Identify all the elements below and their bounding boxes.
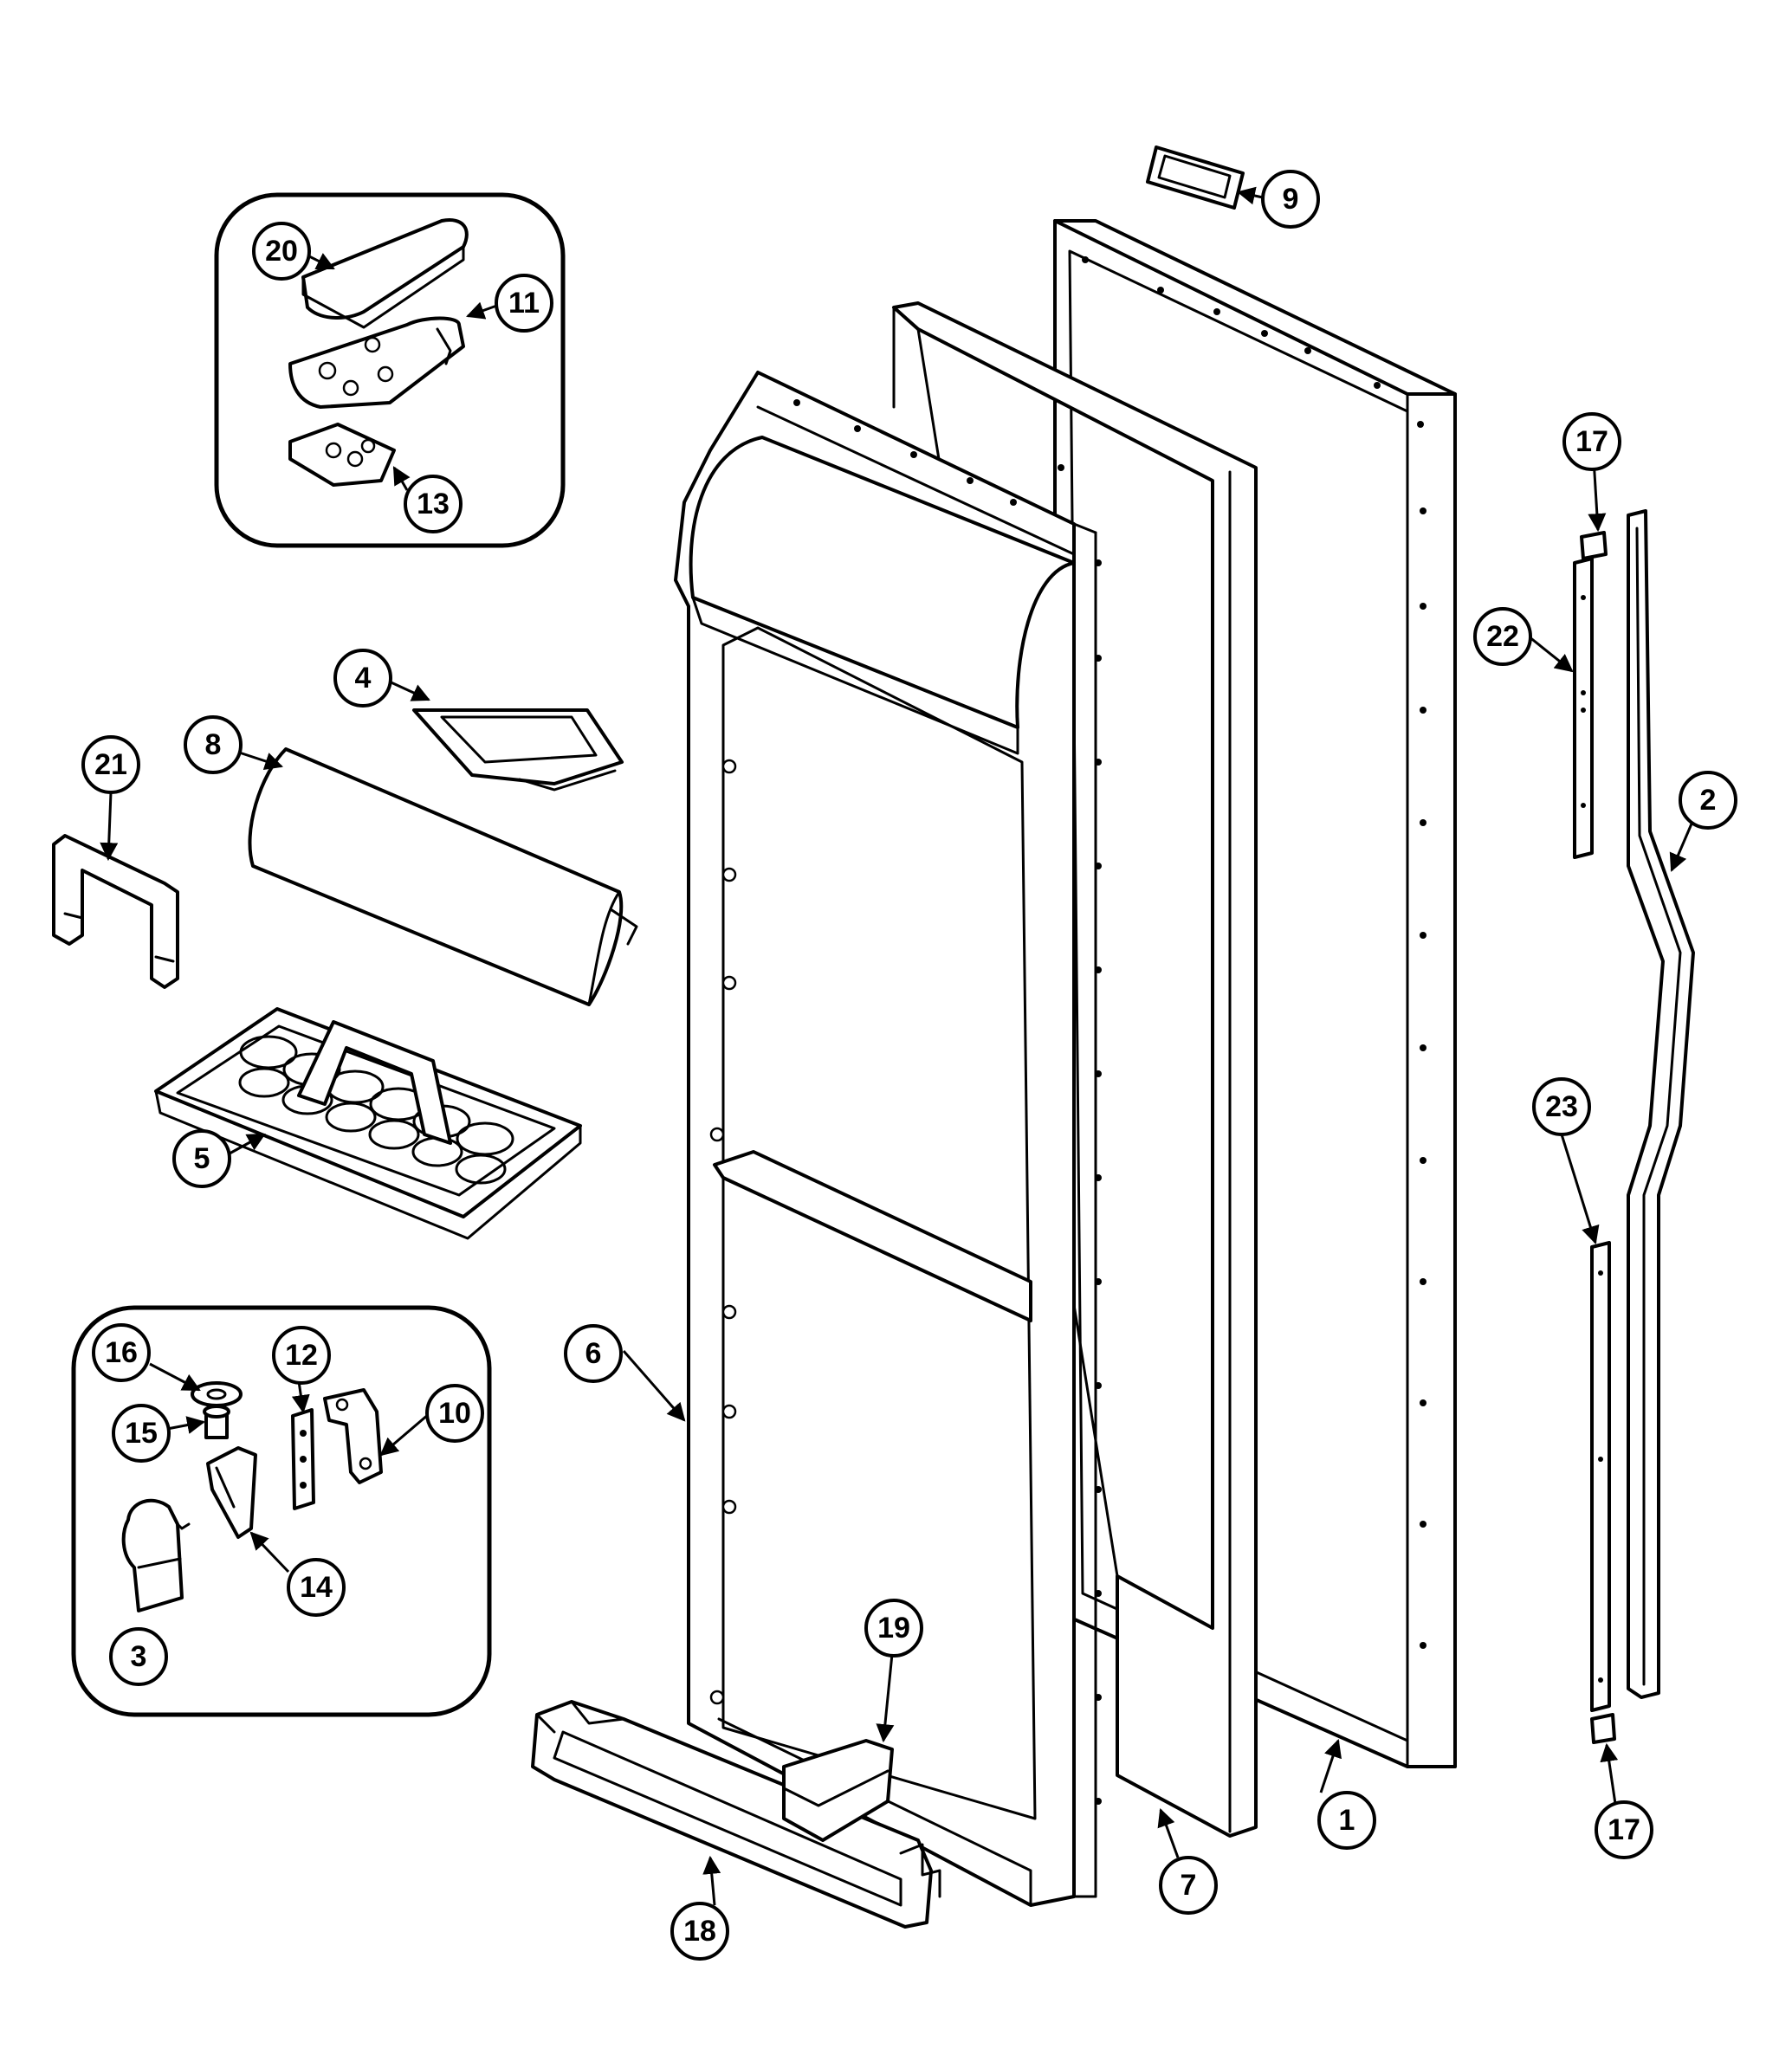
callout-label: 8: [205, 728, 222, 761]
callout-10: 10: [425, 1384, 484, 1443]
egg-tray-part: [154, 1007, 582, 1240]
callout-label: 4: [355, 662, 372, 695]
callout-4: 4: [333, 649, 392, 708]
door-liner: [674, 371, 1102, 1907]
bushing-part: [203, 1405, 230, 1439]
callout-label: 2: [1700, 784, 1717, 817]
callout-19: 19: [864, 1599, 923, 1658]
callout-13: 13: [404, 475, 463, 533]
callout-7: 7: [1159, 1856, 1218, 1915]
handle-plug-part: [1146, 145, 1245, 210]
callout-label: 20: [265, 235, 298, 268]
callout-label: 11: [508, 287, 540, 320]
door-bin-part: [531, 1700, 941, 1929]
dairy-cover-part: [248, 747, 638, 1006]
callout-17-bottom: 17: [1595, 1800, 1653, 1859]
callout-17-top: 17: [1562, 412, 1621, 471]
callout-label: 22: [1486, 620, 1519, 653]
upper-handle-bracket: [1573, 557, 1594, 859]
bottom-hinge-part: [206, 1446, 257, 1539]
liner-shelf-holes: [709, 759, 737, 1705]
callout-1: 1: [1317, 1791, 1376, 1850]
callout-label: 15: [125, 1417, 158, 1450]
liner-edge-screws: [793, 399, 1102, 1805]
top-hinge-part: [288, 316, 465, 409]
callout-22: 22: [1473, 607, 1532, 666]
callout-11: 11: [495, 274, 553, 333]
callout-label: 18: [683, 1915, 716, 1948]
callout-label: 17: [1608, 1813, 1640, 1846]
callout-label: 9: [1283, 183, 1299, 216]
washer-part: [191, 1381, 243, 1407]
hinge-shim-part: [288, 423, 396, 487]
callout-label: 5: [194, 1142, 210, 1175]
callout-label: 23: [1545, 1090, 1578, 1123]
callout-label: 21: [94, 748, 127, 781]
callout-18: 18: [670, 1902, 729, 1961]
callout-label: 6: [585, 1337, 602, 1370]
handle-end-cap-top: [1580, 531, 1608, 560]
lower-handle-bracket: [1590, 1241, 1611, 1712]
callout-label: 16: [105, 1336, 138, 1369]
callout-12: 12: [272, 1326, 331, 1385]
callout-15: 15: [112, 1404, 171, 1463]
hinge-cover-part: [301, 218, 469, 329]
callout-3: 3: [109, 1627, 168, 1686]
callout-20: 20: [252, 222, 311, 281]
callout-label: 7: [1181, 1869, 1197, 1902]
bottom-hinge-inset: [71, 1305, 492, 1717]
door-handle-trim: [1627, 509, 1695, 1699]
callout-label: 1: [1339, 1804, 1355, 1837]
dairy-door-part: [412, 708, 624, 792]
top-hinge-inset: [214, 192, 566, 548]
callout-9: 9: [1261, 170, 1320, 229]
callout-2: 2: [1679, 771, 1737, 830]
callout-6: 6: [564, 1324, 623, 1383]
callout-23: 23: [1532, 1077, 1591, 1136]
callout-label: 19: [877, 1612, 910, 1645]
callout-5: 5: [172, 1129, 231, 1188]
callout-label: 12: [285, 1339, 318, 1372]
callout-label: 13: [417, 488, 450, 520]
callout-label: 10: [438, 1397, 471, 1430]
dairy-bracket-part: [52, 834, 179, 989]
callout-8: 8: [184, 715, 243, 774]
hinge-plate-part: [291, 1408, 315, 1510]
callout-label: 3: [131, 1640, 147, 1673]
callout-16: 16: [92, 1323, 151, 1382]
callout-label: 17: [1575, 425, 1608, 458]
callout-21: 21: [81, 735, 140, 794]
handle-end-cap-bottom: [1590, 1713, 1616, 1744]
hinge-bracket-part: [323, 1388, 383, 1484]
bin-clip-part: [782, 1739, 894, 1842]
callout-label: 14: [300, 1571, 333, 1604]
panel-screw-holes: [1058, 256, 1426, 1649]
callout-leaders: [100, 186, 1702, 1906]
door-cam-part: [121, 1498, 191, 1612]
callout-14: 14: [287, 1558, 346, 1617]
